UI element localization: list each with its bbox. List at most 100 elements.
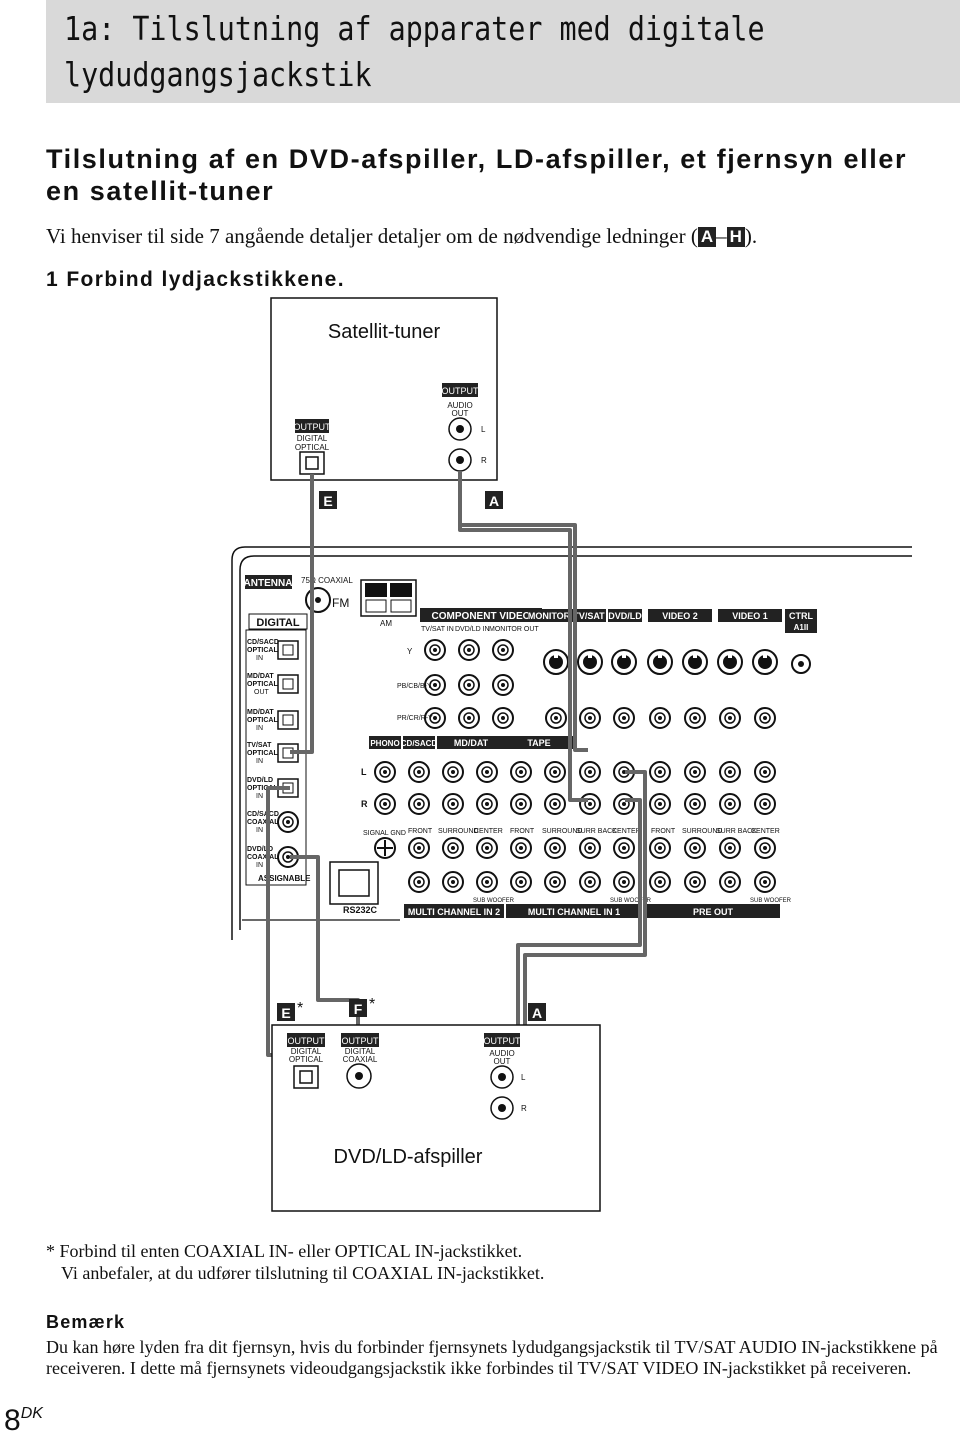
antenna-label: ANTENNA: [244, 578, 293, 589]
page-number: 8DK: [4, 1404, 43, 1438]
cable-a-tuner-to-tvsat-audio-r: [458, 471, 588, 802]
md-dat-out-l3: OUT: [254, 689, 270, 696]
section-title: Tilslutning af en DVD-afspiller, LD-afsp…: [46, 144, 908, 206]
mc1-front: FRONT: [510, 828, 535, 835]
tuner-optical-optical: OPTICAL: [295, 443, 330, 452]
cv-input-monitor: MONITOR OUT: [489, 626, 539, 633]
mc1-surr-back: SURR BACK: [576, 828, 617, 835]
mc2-front: FRONT: [408, 828, 433, 835]
cable-e-tuner-to-tvsat-optical: [290, 474, 314, 754]
multi-channel-1-label: MULTI CHANNEL IN 1: [528, 907, 620, 917]
pre-out-label: PRE OUT: [693, 907, 734, 917]
component-video-label: COMPONENT VIDEO: [432, 611, 531, 622]
cd-sacd-optical-l2: OPTICAL: [247, 647, 278, 654]
dvd-player-box: [271, 1024, 601, 1212]
cv-input-tvsat: TV/SAT IN: [421, 626, 454, 633]
footnote-line-1: * Forbind til enten COAXIAL IN- eller OP…: [46, 1241, 523, 1261]
cd-sacd-optical-l3: IN: [256, 655, 263, 662]
player-coaxial-digital: DIGITAL: [345, 1047, 376, 1056]
player-optical-output: OUTPUT: [288, 1036, 326, 1046]
dvd-ld-optical-l1: DVD/LD: [247, 777, 273, 784]
step-1: 1 Forbind lydjackstikkene.: [46, 268, 345, 291]
video1-label: VIDEO 1: [732, 611, 768, 621]
pr-label: PR/CR/R-Y: [397, 715, 433, 722]
cables: [266, 471, 647, 1108]
header-band: [46, 0, 960, 103]
tuner-audio-out: OUT: [452, 409, 469, 418]
tuner-audio-audio: AUDIO: [447, 401, 472, 410]
tuner-optical-digital: DIGITAL: [297, 434, 328, 443]
intro-end: ).: [744, 224, 758, 248]
audio-l-label: L: [361, 767, 367, 777]
tuner-audio-label-bg: [442, 383, 478, 397]
dvd-ld-label: DVD/LD: [608, 611, 642, 621]
fm-label: FM: [332, 596, 349, 610]
mc1-center: CENTER: [612, 828, 641, 835]
tuner-l-label: L: [481, 425, 486, 434]
cable-a-player-audio-l: [516, 798, 642, 1075]
pre-center: CENTER: [751, 828, 780, 835]
mc2-surround: SURROUND: [438, 828, 478, 835]
player-optical-digital: DIGITAL: [291, 1047, 322, 1056]
a1ii-label: A1II: [794, 623, 809, 632]
md-dat-out-l2: OPTICAL: [247, 681, 278, 688]
cable-f-player-coaxial: [290, 855, 360, 1066]
note-text: Du kan høre lyden fra dit fjernsyn, hvis…: [46, 1337, 938, 1378]
tv-sat-optical-l3: IN: [256, 758, 263, 765]
dvd-ld-coax-l3: IN: [256, 862, 263, 869]
cd-sacd-coax-l1: CD/SACD: [247, 811, 279, 818]
cable-e-box: [319, 491, 337, 509]
dvd-ld-optical-l2: OPTICAL: [247, 785, 278, 792]
video2-label: VIDEO 2: [662, 611, 698, 621]
tuner-r-label: R: [481, 456, 487, 465]
y-label: Y: [407, 647, 413, 656]
player-coaxial-coaxial: COAXIAL: [343, 1055, 378, 1064]
player-coaxial-output: OUTPUT: [342, 1036, 380, 1046]
tuner-optical-label-bg: [295, 419, 329, 433]
note-heading: Bemærk: [46, 1312, 126, 1332]
cable-e2-star: *: [297, 1000, 303, 1017]
mc2-center: CENTER: [474, 828, 503, 835]
player-l-label: L: [521, 1073, 526, 1082]
cable-f-star: *: [369, 996, 375, 1013]
assignable-label: ASSIGNABLE: [258, 874, 311, 883]
intro-dash: –: [716, 224, 727, 248]
ctrl-label: CTRL: [789, 611, 813, 621]
page-title: 1a: Tilslutning af apparater med digital…: [64, 9, 765, 94]
intro-text-main: Vi henviser til side 7 angående detaljer…: [46, 224, 698, 248]
cable-f-label: F: [354, 1001, 363, 1017]
cd-sacd-coax-l2: COAXIAL: [247, 819, 279, 826]
tuner-audio-output: OUTPUT: [442, 386, 480, 396]
player-r-label: R: [521, 1104, 527, 1113]
intro-text: Vi henviser til side 7 angående detaljer…: [46, 224, 757, 249]
footnote: * Forbind til enten COAXIAL IN- eller OP…: [46, 1240, 544, 1284]
multi-channel-2-label: MULTI CHANNEL IN 2: [408, 907, 500, 917]
pre-front: FRONT: [651, 828, 676, 835]
pb-label: PB/CB/B-Y: [397, 683, 432, 690]
tv-sat-optical-l2: OPTICAL: [247, 750, 278, 757]
cable-e2-label: E: [281, 1005, 290, 1021]
letter-h-box: H: [726, 227, 745, 247]
cv-input-dvdld: DVD/LD IN: [455, 626, 490, 633]
dvd-ld-coax-l2: COAXIAL: [247, 854, 279, 861]
mc2-subwoofer: SUB WOOFER: [473, 898, 515, 904]
audio-r-label: R: [361, 799, 368, 809]
pre-surround: SURROUND: [682, 828, 722, 835]
cd-sacd-label: CD/SACD: [401, 739, 438, 748]
cd-sacd-coax-l3: IN: [256, 827, 263, 834]
cable-a-label: A: [489, 493, 499, 509]
md-dat-label: MD/DAT: [454, 738, 489, 748]
digital-label: DIGITAL: [256, 617, 299, 629]
md-dat-in-l1: MD/DAT: [247, 709, 274, 716]
am-label: AM: [380, 619, 392, 628]
cable-a-box: [485, 491, 503, 509]
mc1-surround: SURROUND: [542, 828, 582, 835]
player-audio-audio: AUDIO: [489, 1049, 514, 1058]
receiver-panel: [277, 639, 778, 893]
monitor-label: MONITOR: [528, 611, 571, 621]
coaxial75-label: 75Ω COAXIAL: [301, 576, 353, 585]
page-number-value: 8: [4, 1404, 21, 1437]
footnote-line-2: Vi anbefaler, at du udfører tilslutning …: [61, 1263, 545, 1283]
cable-e-label: E: [323, 493, 332, 509]
